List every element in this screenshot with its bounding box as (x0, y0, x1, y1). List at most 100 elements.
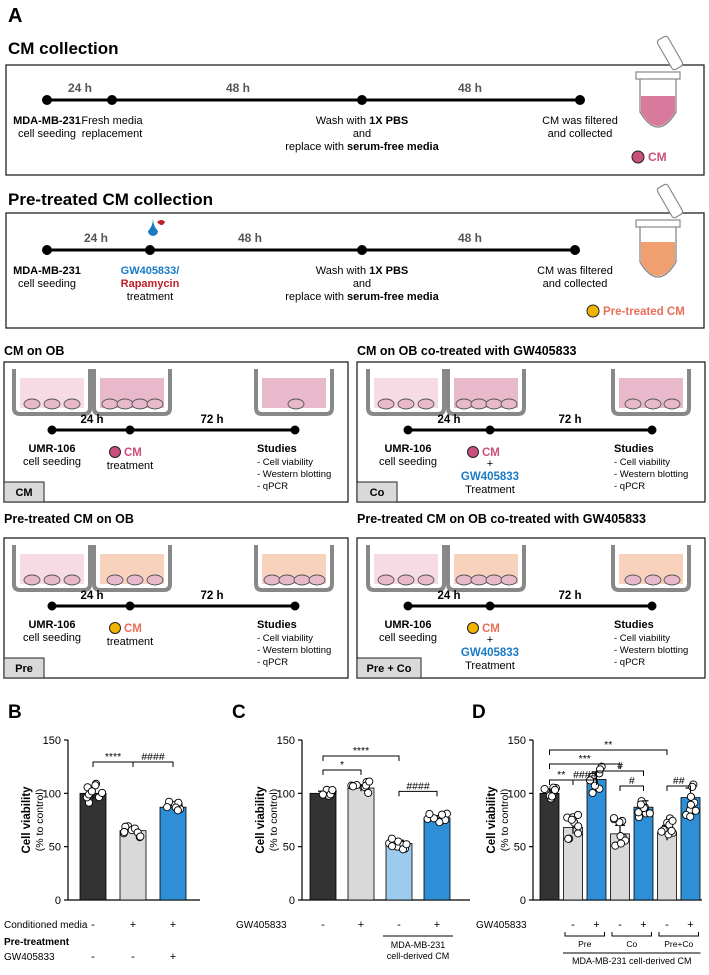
data-point (616, 839, 626, 848)
pt-timepoint-2 (145, 245, 155, 255)
well-2 (92, 369, 172, 416)
cell-line: UMR-106 (384, 619, 431, 631)
cell-seeding: cell seeding (379, 632, 437, 644)
interval-1: 24 h (80, 590, 103, 602)
box-title: CM on OB co-treated with GW405833 (357, 344, 577, 358)
cm-legend-dot (631, 150, 645, 164)
significance-label: ## (673, 775, 685, 787)
panel-letter: C (232, 702, 246, 723)
row-value: - (665, 919, 669, 931)
box-tag-label: Pre (15, 663, 33, 675)
group-label: Pre+Co (664, 939, 693, 949)
studies-label: Studies (257, 443, 297, 455)
cm-step3-line2: and (353, 128, 371, 140)
row-label: GW405833 (236, 920, 287, 931)
study-item: - Western blotting (614, 469, 688, 480)
y-tick-label: 150 (277, 735, 295, 747)
interval-1: 24 h (437, 590, 460, 602)
treatment-label: treatment (107, 636, 153, 648)
significance-bracket (322, 769, 362, 775)
data-point (425, 809, 434, 819)
panel-a-letter: A (8, 5, 22, 27)
data-point (686, 812, 695, 821)
significance-label: # (629, 775, 635, 787)
interval-2: 72 h (558, 590, 581, 602)
bar (539, 792, 560, 901)
pt-timepoint-3 (357, 245, 367, 255)
data-point (686, 792, 695, 801)
data-point (98, 788, 107, 797)
study-item: - qPCR (257, 481, 288, 492)
y-tick-label: 50 (514, 842, 526, 854)
data-point (173, 806, 182, 815)
data-point (365, 777, 374, 786)
data-point (318, 790, 327, 799)
pt-step3-line3: replace with serum-free media (285, 291, 439, 303)
y-axis-label: Cell viability (21, 786, 33, 854)
significance-bracket (132, 761, 174, 767)
bar (633, 806, 654, 901)
pt-step2-label: treatment (127, 291, 173, 303)
pt-step3-line1: Wash with 1X PBS (316, 265, 409, 277)
row-value: + (170, 919, 176, 931)
row-value: - (321, 919, 325, 931)
data-point (87, 787, 96, 796)
cm-label: CM (482, 623, 500, 635)
data-point (91, 781, 100, 790)
significance-label: **** (353, 745, 369, 757)
cell-line: UMR-106 (28, 619, 75, 631)
data-point (588, 788, 597, 797)
box-cm-on-ob-co-treated: CM on OB co-treated with GW405833 24 h (356, 344, 706, 503)
pt-timepoint-1 (42, 245, 52, 255)
pt-step4-line1: CM was filtered (537, 265, 613, 277)
data-point (540, 784, 549, 794)
row-value: - (91, 951, 95, 963)
pretreated-legend-dot (586, 304, 600, 318)
pretreated-legend-label: Pre-treated CM (603, 306, 685, 318)
row-label: Pre-treatment (4, 937, 70, 948)
group-label: MDA-MB-231 (391, 940, 446, 950)
study-item: - qPCR (257, 657, 288, 668)
row-value: - (91, 919, 95, 931)
significance-label: ** (557, 769, 565, 781)
well-1 (366, 545, 446, 592)
studies-label: Studies (614, 443, 654, 455)
treatment-label: treatment (107, 460, 153, 472)
cm-timepoint-1 (42, 95, 52, 105)
well-2 (446, 369, 526, 416)
data-point (163, 803, 172, 812)
bar (347, 787, 375, 901)
significance-bracket (619, 785, 644, 791)
significance-label: #### (406, 780, 430, 792)
pretreated-tube-icon (635, 183, 684, 278)
data-point (564, 834, 573, 843)
bar (385, 843, 413, 901)
y-tick-label: 150 (508, 735, 526, 747)
panel-letter: D (472, 702, 486, 723)
cm-label: CM (482, 447, 500, 459)
pt-step4-line2: and collected (543, 278, 608, 290)
cm-timepoint-4 (575, 95, 585, 105)
well-1 (12, 369, 92, 416)
y-tick-label: 0 (55, 895, 61, 907)
box-title: CM on OB (4, 344, 64, 358)
data-point (364, 788, 373, 797)
study-item: - qPCR (614, 657, 645, 668)
row-value: - (397, 919, 401, 931)
significance-bracket (322, 755, 400, 761)
well-3 (254, 369, 334, 416)
row-value: + (687, 919, 693, 931)
bar (586, 779, 607, 901)
pt-drug-rapamycin: Rapamycin (121, 278, 180, 290)
box-title: Pre-treated CM on OB co-treated with GW4… (357, 512, 646, 526)
data-point (387, 834, 396, 843)
data-point (120, 827, 129, 837)
data-point (348, 782, 358, 791)
data-point (657, 827, 666, 836)
gw405833-label: GW405833 (461, 647, 519, 659)
cell-seeding: cell seeding (23, 632, 81, 644)
pt-step3-line2: and (353, 278, 371, 290)
cm-step2-line2: replacement (82, 128, 143, 140)
pretreated-collection-box (5, 212, 705, 329)
